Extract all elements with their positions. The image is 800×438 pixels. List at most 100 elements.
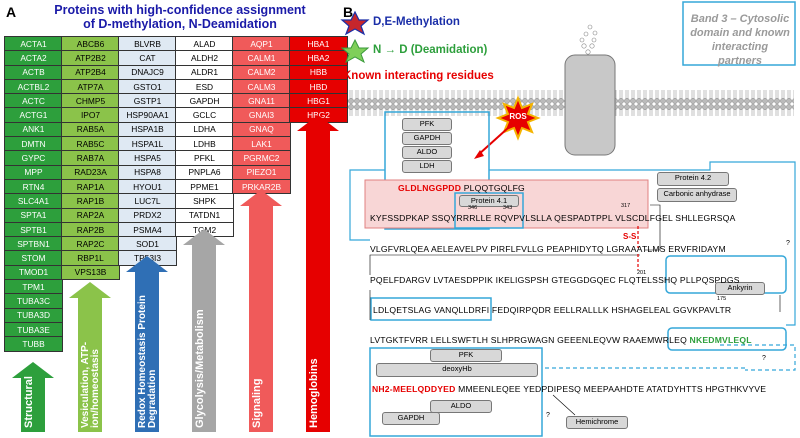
seq-r2a: KYFSSDPKAP — [370, 213, 430, 223]
gene-cell: GSTP1 — [118, 93, 177, 109]
partner-aldo-bottom: ALDO — [430, 400, 492, 413]
seq-r5e: HSHAGELEAL — [611, 305, 671, 315]
gene-cell: GCLC — [175, 107, 234, 123]
seq-r2f: SHLLEGRSQA — [675, 213, 736, 223]
gene-cell: ACTG1 — [4, 107, 63, 123]
gene-cell: HBB — [289, 64, 348, 80]
ss-bond-label: S-S — [623, 232, 637, 241]
seq-r5b: VANQLLDRFI — [433, 305, 490, 315]
gene-cell: PFKL — [175, 150, 234, 166]
gene-cell: HSPA5 — [118, 150, 177, 166]
glycan-icon — [579, 24, 598, 55]
gene-cell: DNAJC9 — [118, 64, 177, 80]
residue-number-346: 346 — [468, 205, 478, 211]
gene-cell: ALDR1 — [175, 64, 234, 80]
gene-cell: HSPA1L — [118, 136, 177, 152]
partner-pfk: PFK — [402, 118, 452, 131]
gene-cell: RAP2A — [61, 207, 120, 223]
gene-cell: TATDN1 — [175, 207, 234, 223]
gene-cell: STOM — [4, 250, 63, 266]
band3-title-box — [682, 1, 796, 66]
gene-cell: RAP2C — [61, 236, 120, 252]
gene-cell: ATP7A — [61, 78, 120, 95]
gene-cell: GSTO1 — [118, 78, 177, 95]
gene-cell: TMOD1 — [4, 264, 63, 281]
seq-r4b: LVTAESDPPIK — [433, 275, 494, 285]
seq-r3f: ERVFRIDAYM — [668, 244, 726, 254]
seq-r4c: IKELIGSPSH — [495, 275, 549, 285]
connector-line-2 — [489, 161, 796, 326]
gene-cell: LDHA — [175, 121, 234, 138]
partner-gapdh: GAPDH — [402, 132, 452, 145]
arrow-hemoglobins — [297, 115, 339, 432]
seq-r3b: AELEAVELPV — [430, 244, 488, 254]
seq-r1b: PLQQTGQLFG — [463, 183, 525, 193]
partner-ldh: LDH — [402, 160, 452, 173]
gene-cell: ABCB6 — [61, 35, 120, 52]
seq-r3a: VLGFVRLQEA — [370, 244, 429, 254]
seq-r6e: RAAEMWRLEQ — [622, 335, 687, 345]
seq-r5a: LDLQETSLAG — [373, 305, 432, 315]
ankyrin-bottom-outline — [667, 327, 787, 351]
gene-cell: GNAQ — [232, 121, 291, 138]
arrow-redox — [126, 256, 168, 432]
gene-cell: GNA11 — [232, 93, 291, 109]
gene-cell: PGRMC2 — [232, 150, 291, 166]
seq-r6a: LVTGKTFVRR — [370, 335, 429, 345]
seq-r6b: LELLSWFTLH — [430, 335, 489, 345]
gene-cell: PSMA4 — [118, 221, 177, 238]
seq-r6c: SLHPRGWAGN — [490, 335, 555, 345]
panel-a-title: Proteins with high-confidence assignment… — [20, 3, 340, 31]
ankyrin-label: Ankyrin — [715, 282, 765, 295]
partner-pfk-bottom: PFK — [430, 349, 502, 362]
partner-gapdh-bottom: GAPDH — [382, 412, 440, 425]
seq-row-6: LVTGKTFVRR LELLSWFTLH SLHPRGWAGN GEEENLE… — [370, 335, 752, 345]
seq-r1a: GLDLNGGPDD — [398, 183, 462, 193]
gene-cell: SPTA1 — [4, 207, 63, 223]
seq-r7d: MEEPAAHDTE — [583, 384, 645, 394]
seq-row-2: KYFSSDPKAP SSQYRRRLLE RQVPVLSLLA QESPADT… — [370, 213, 736, 223]
legend-methylation-label: D,E-Methylation — [373, 16, 460, 28]
panel-a-title-line1: Proteins with high-confidence assignment — [54, 3, 306, 17]
gene-cell: TPM1 — [4, 279, 63, 295]
gene-cell: HBG2 — [289, 107, 348, 123]
question-mark-3: ? — [546, 412, 550, 419]
legend-deamidation-label: N → D (Deamidation) — [373, 44, 488, 56]
gene-cell: SHPK — [175, 193, 234, 209]
gene-cell: LDHB — [175, 136, 234, 152]
residue-number-175: 175 — [717, 296, 727, 302]
panel-b-letter: B — [343, 4, 354, 20]
seq-r7f: HPGTHKVYVE — [705, 384, 767, 394]
arrow-vesiculation — [69, 282, 111, 432]
seq-row-4: PQELFDARGV LVTAESDPPIK IKELIGSPSH GTEGGD… — [370, 275, 740, 285]
protein41-inner-box — [454, 192, 524, 229]
question-mark-1: ? — [786, 240, 790, 247]
gene-cell: ALDH2 — [175, 50, 234, 66]
known-residues-label: Known interacting residues — [343, 70, 494, 82]
gene-cell: LAK1 — [232, 136, 291, 152]
gene-cell: SPTBN1 — [4, 236, 63, 252]
gene-cell: PPME1 — [175, 178, 234, 195]
gene-cell: HSPA1B — [118, 121, 177, 138]
panel-a-title-line2: of D-methylation, N-Deamidation — [83, 17, 277, 31]
hemichrome-label: Hemichrome — [566, 416, 628, 429]
gene-cell: HBG1 — [289, 93, 348, 109]
gene-cell: MPP — [4, 164, 63, 180]
gene-cell: ANK1 — [4, 121, 63, 138]
seq-r5c: FEDQIRPQDR — [491, 305, 552, 315]
seq-r4a: PQELFDARGV — [370, 275, 431, 285]
seq-r2b: SSQYRRRLLE — [431, 213, 492, 223]
seq-r6d: GEEENLEQVW — [557, 335, 621, 345]
seq-r7a: NH2-MEELQDDYED — [372, 384, 456, 394]
bracket-line-2 — [645, 204, 661, 251]
gene-cell: VPS13B — [61, 264, 120, 281]
seq-r4d: GTEGGDGQEC — [551, 275, 616, 285]
seq-r3c: PIRFLFVLLG — [490, 244, 544, 254]
protein41-label: Protein 4.1 — [459, 195, 519, 207]
gene-cell: RAD23A — [61, 164, 120, 180]
arrow-signaling — [240, 190, 282, 432]
